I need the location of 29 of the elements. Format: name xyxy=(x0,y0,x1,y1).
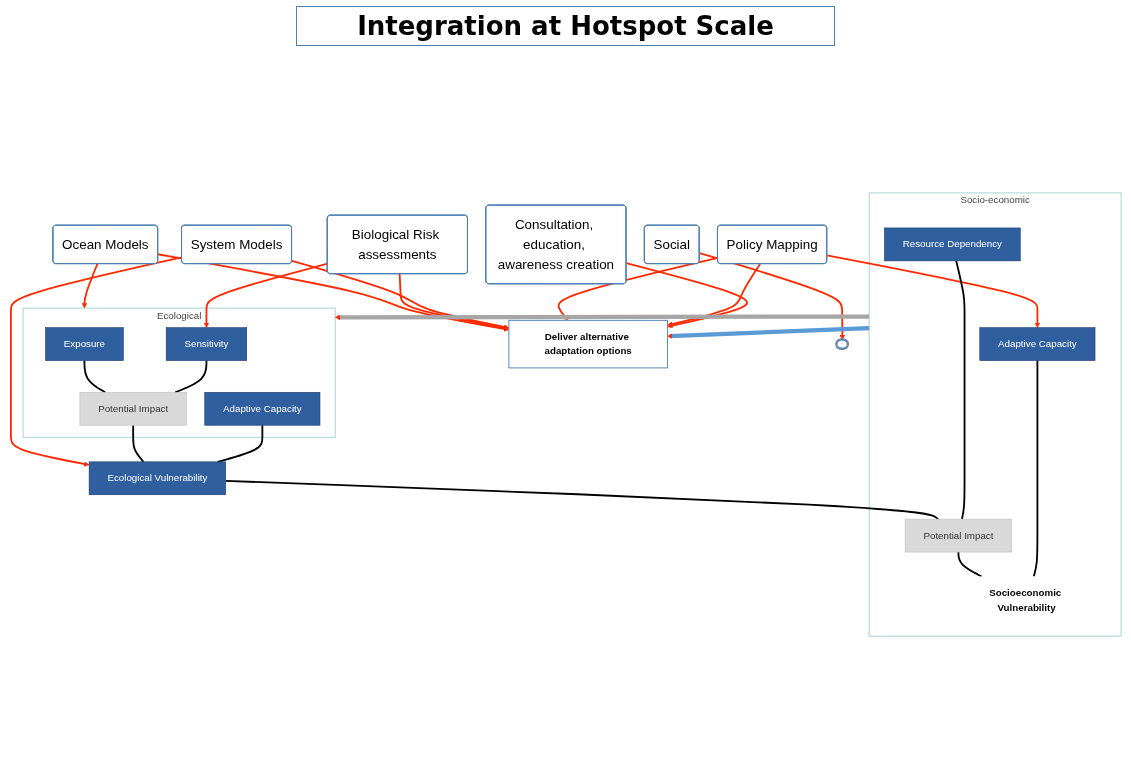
connector xyxy=(954,259,965,520)
node-box: Ecological Vulnerability xyxy=(88,461,226,495)
diagram-title: Integration at Hotspot Scale xyxy=(296,6,835,46)
node-box: Exposure xyxy=(44,327,124,361)
node-box: Potential Impact xyxy=(79,391,187,426)
connector xyxy=(224,479,939,520)
arrow xyxy=(666,325,869,339)
connector xyxy=(83,359,106,394)
node-box: Deliver alternative adaptation options xyxy=(507,319,668,369)
arrow xyxy=(203,262,328,328)
node-box: Adaptive Capacity xyxy=(203,391,320,426)
arrow xyxy=(825,254,1040,328)
arrow xyxy=(156,253,509,332)
node-box: Sensitivity xyxy=(165,327,247,361)
arrow xyxy=(81,262,98,309)
connector xyxy=(1032,359,1038,578)
arrow xyxy=(334,314,869,320)
arrow xyxy=(9,256,183,467)
node-text: Socioeconomic Vulnerability xyxy=(988,587,1061,613)
node-box: Resource Dependency xyxy=(883,227,1021,262)
node-box: Potential Impact xyxy=(904,518,1012,553)
node-box: Adaptive Capacity xyxy=(979,327,1095,361)
connector xyxy=(957,551,982,578)
arrow xyxy=(290,259,509,330)
arrow xyxy=(398,273,509,331)
arrow xyxy=(624,262,748,329)
connector xyxy=(173,359,207,394)
arrow xyxy=(698,252,845,341)
connector xyxy=(131,424,144,463)
